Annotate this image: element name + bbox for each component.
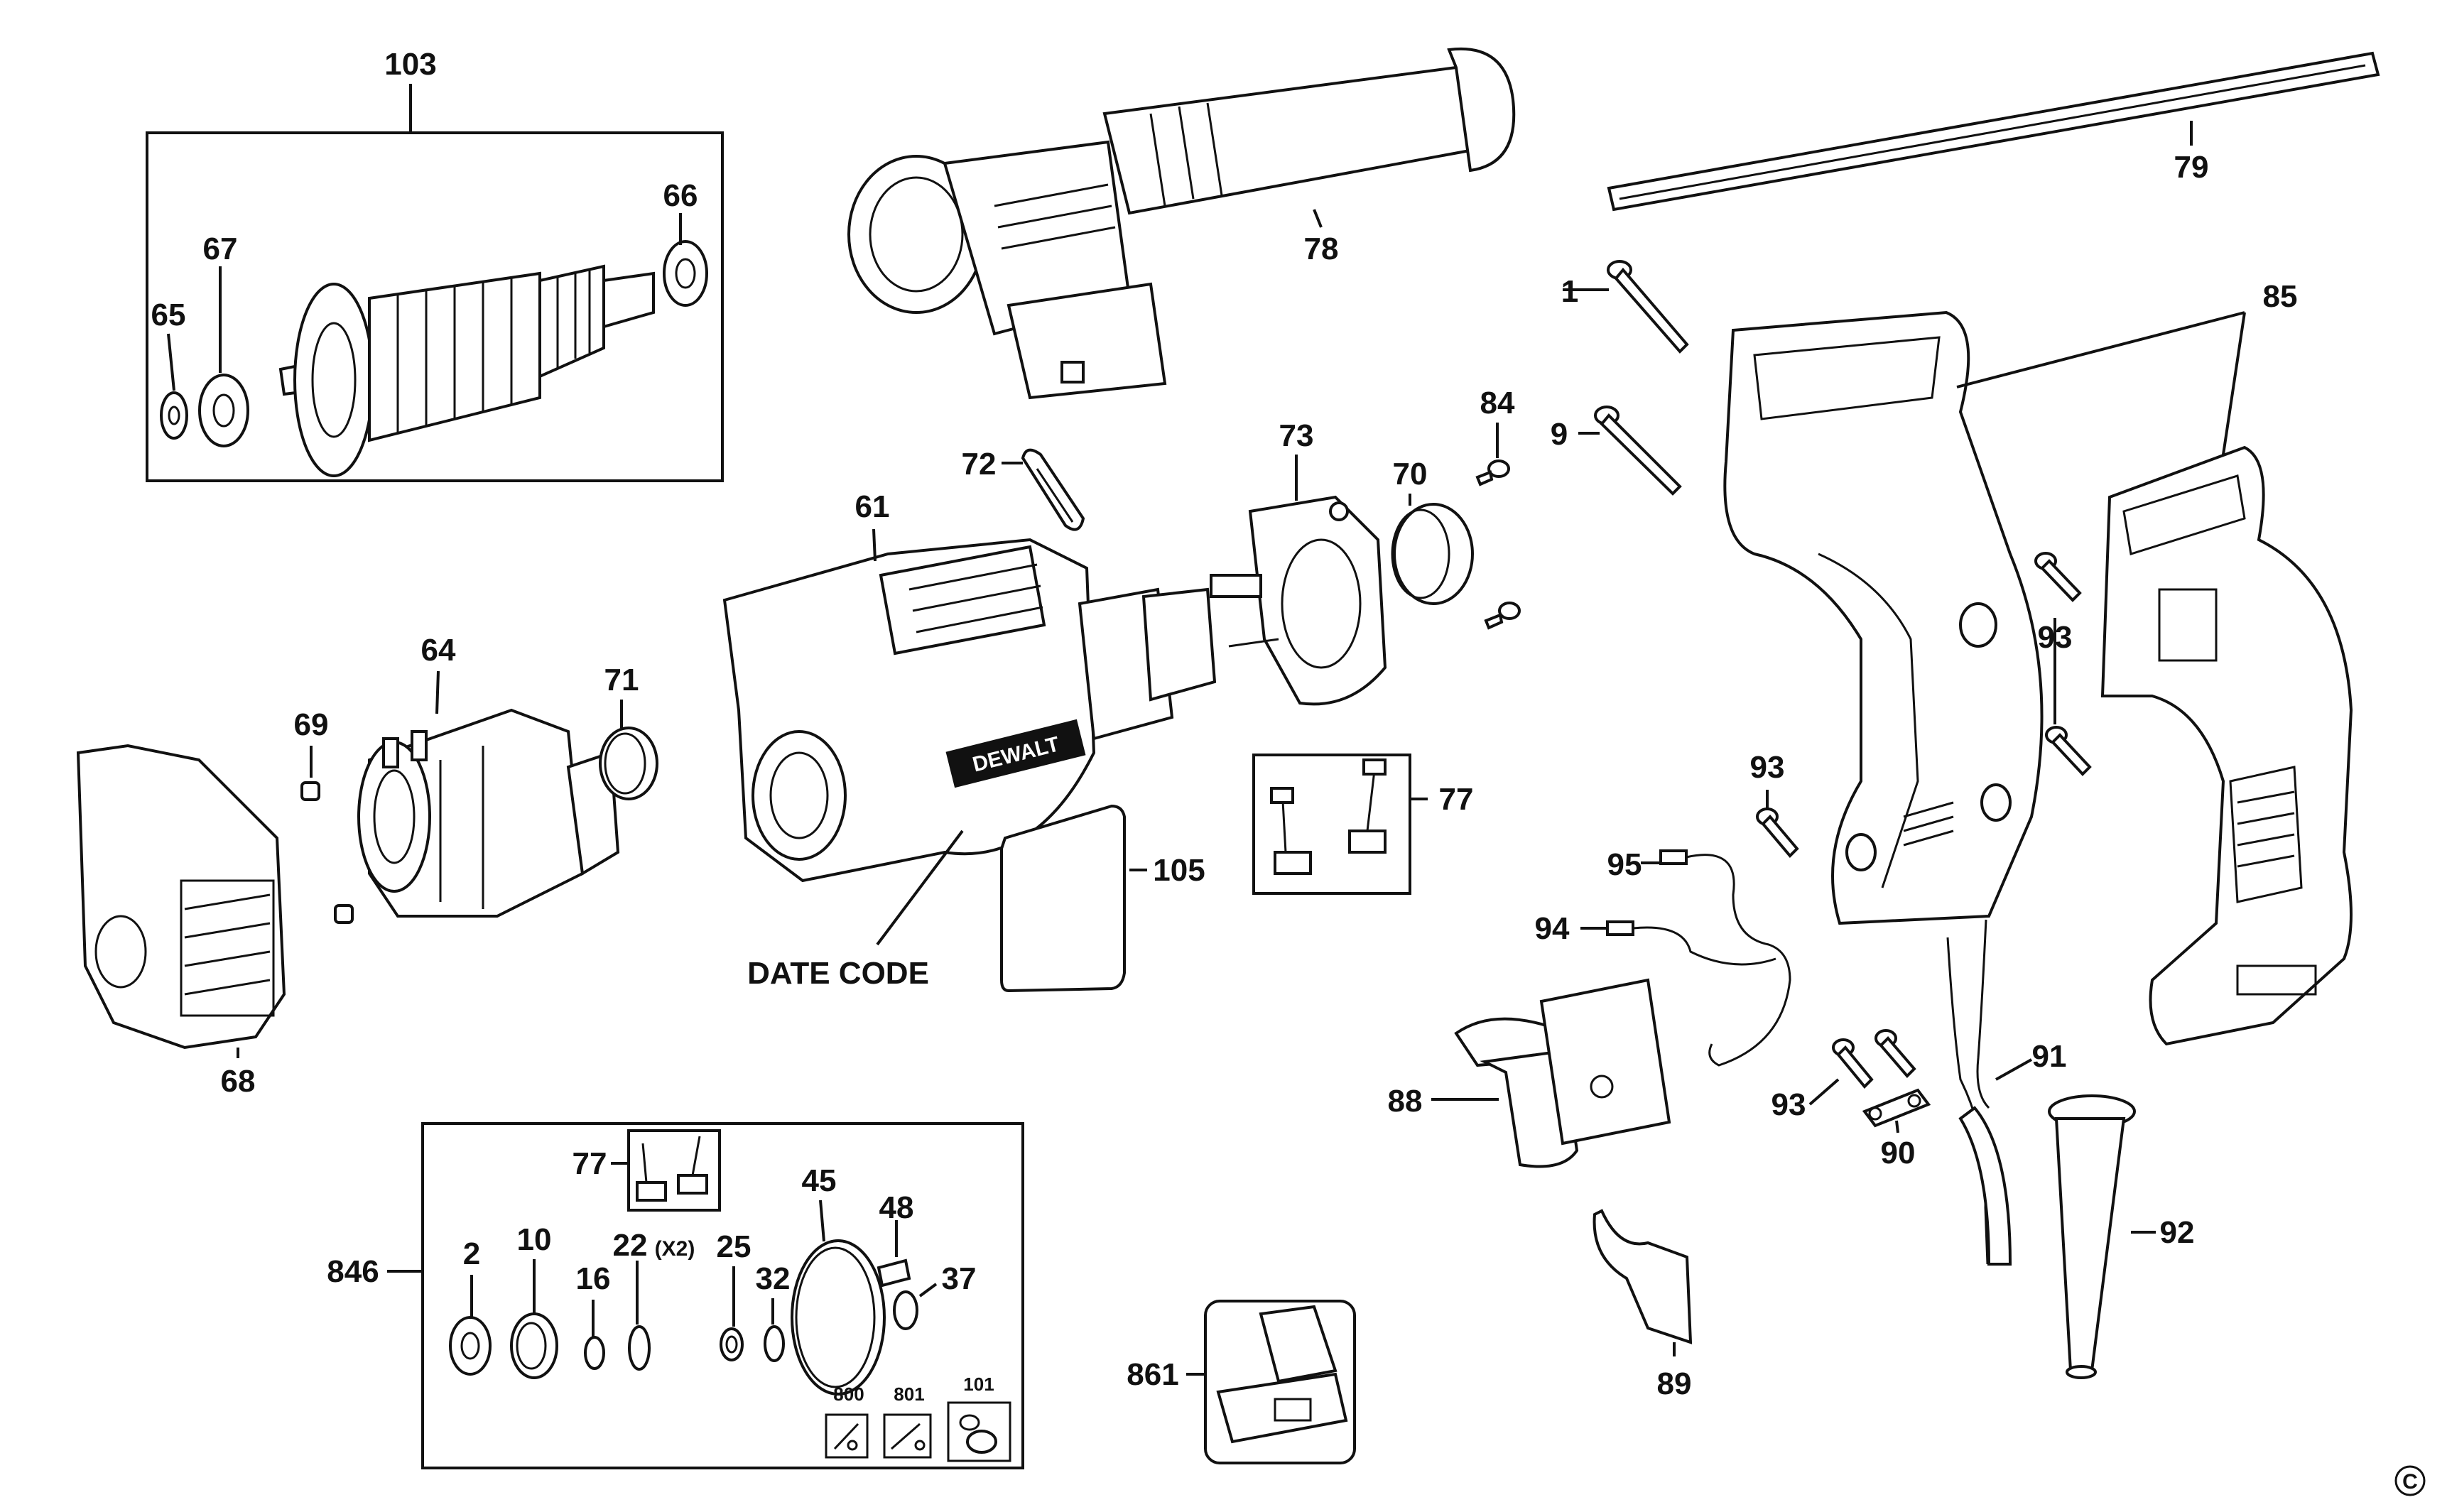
field-64: 64 xyxy=(357,633,620,918)
cord-protector-92: 92 xyxy=(2048,1094,2195,1379)
label-2: 2 xyxy=(463,1236,480,1271)
housing-85: 85 xyxy=(1723,279,2353,1046)
screws-93: 93 93 93 xyxy=(1750,552,2092,1122)
copyright-letter: C xyxy=(2402,1470,2418,1494)
label-37: 37 xyxy=(942,1261,977,1296)
bearing-67 xyxy=(198,374,249,447)
label-plate-105: 105 xyxy=(1000,804,1205,993)
label-861: 861 xyxy=(1127,1357,1178,1392)
label-10: 10 xyxy=(517,1222,552,1257)
washer-65 xyxy=(160,391,188,440)
side-handle-78: 78 xyxy=(847,47,1516,400)
bearing-66 xyxy=(663,240,708,307)
label-93-middle: 93 xyxy=(1750,750,1785,785)
label-71: 71 xyxy=(604,663,639,697)
label-48: 48 xyxy=(879,1190,914,1225)
label-22: 22 xyxy=(613,1228,648,1263)
label-103: 103 xyxy=(384,47,436,82)
label-69: 69 xyxy=(294,707,329,742)
label-77-lower: 77 xyxy=(573,1146,607,1181)
brush-holder-73: 73 xyxy=(1210,418,1387,706)
armature xyxy=(278,264,655,477)
clip-72: 72 xyxy=(962,447,1085,531)
label-93-upper: 93 xyxy=(2038,620,2073,655)
label-846: 846 xyxy=(327,1254,379,1289)
label-68: 68 xyxy=(221,1064,256,1099)
label-79: 79 xyxy=(2174,150,2209,185)
label-25: 25 xyxy=(717,1229,752,1264)
label-67: 67 xyxy=(203,232,238,266)
label-800: 800 xyxy=(833,1383,864,1405)
armature-kit-box xyxy=(146,131,724,482)
label-88: 88 xyxy=(1388,1084,1423,1119)
label-801: 801 xyxy=(894,1383,924,1405)
label-1: 1 xyxy=(1561,274,1578,309)
leads-94-95: 95 94 xyxy=(1535,847,1791,1067)
label-70: 70 xyxy=(1393,457,1428,491)
ring-70: 70 xyxy=(1391,457,1474,605)
label-92: 92 xyxy=(2160,1215,2195,1250)
label-101: 101 xyxy=(963,1374,994,1395)
label-16: 16 xyxy=(576,1261,611,1296)
label-90: 90 xyxy=(1881,1136,1916,1170)
screw-1: 1 xyxy=(1561,260,1689,354)
armature-kit-group: 103 65 67 6 xyxy=(146,47,724,482)
motor-housing-61: DEWALT 61 xyxy=(722,489,1217,883)
label-66: 66 xyxy=(663,178,698,213)
brushes-77-box: 77 xyxy=(1252,754,1474,895)
label-105: 105 xyxy=(1153,853,1205,888)
label-9: 9 xyxy=(1551,417,1568,452)
label-date-code: DATE CODE xyxy=(747,956,929,991)
label-72: 72 xyxy=(962,447,997,482)
label-65: 65 xyxy=(151,298,186,332)
spacers-69: 69 xyxy=(294,707,354,924)
label-64: 64 xyxy=(421,633,456,668)
label-85: 85 xyxy=(2263,279,2298,314)
gear-case-68: 68 xyxy=(76,744,286,1099)
screw-9: 9 xyxy=(1551,406,1682,496)
depth-rod-79: 79 xyxy=(1607,51,2380,212)
label-61: 61 xyxy=(855,489,890,524)
part-89: 89 xyxy=(1593,1209,1693,1401)
label-32: 32 xyxy=(756,1261,791,1296)
label-77-upper: 77 xyxy=(1439,782,1474,817)
label-89: 89 xyxy=(1657,1366,1692,1401)
ring-71: 71 xyxy=(599,663,658,800)
carry-case-861: 861 xyxy=(1127,1300,1356,1464)
label-73: 73 xyxy=(1279,418,1314,453)
kit-846-box xyxy=(421,1122,1024,1469)
label-84: 84 xyxy=(1480,386,1515,420)
power-cord-91: 91 xyxy=(1946,919,2067,1266)
copyright-mark: C xyxy=(2394,1465,2426,1496)
label-95: 95 xyxy=(1607,847,1642,882)
switch-88: 88 xyxy=(1388,978,1671,1168)
label-93-lower: 93 xyxy=(1772,1087,1806,1122)
screws-84: 84 xyxy=(1475,386,1521,630)
cord-clamp-90: 90 xyxy=(1862,1088,1931,1170)
label-94: 94 xyxy=(1535,911,1570,946)
service-kit-846: 846 77 2 10 16 22 (X2) 25 xyxy=(327,1122,1024,1469)
label-45: 45 xyxy=(802,1163,837,1198)
label-78: 78 xyxy=(1304,232,1339,266)
label-91: 91 xyxy=(2032,1039,2067,1074)
label-22-quantity: (X2) xyxy=(655,1237,695,1261)
